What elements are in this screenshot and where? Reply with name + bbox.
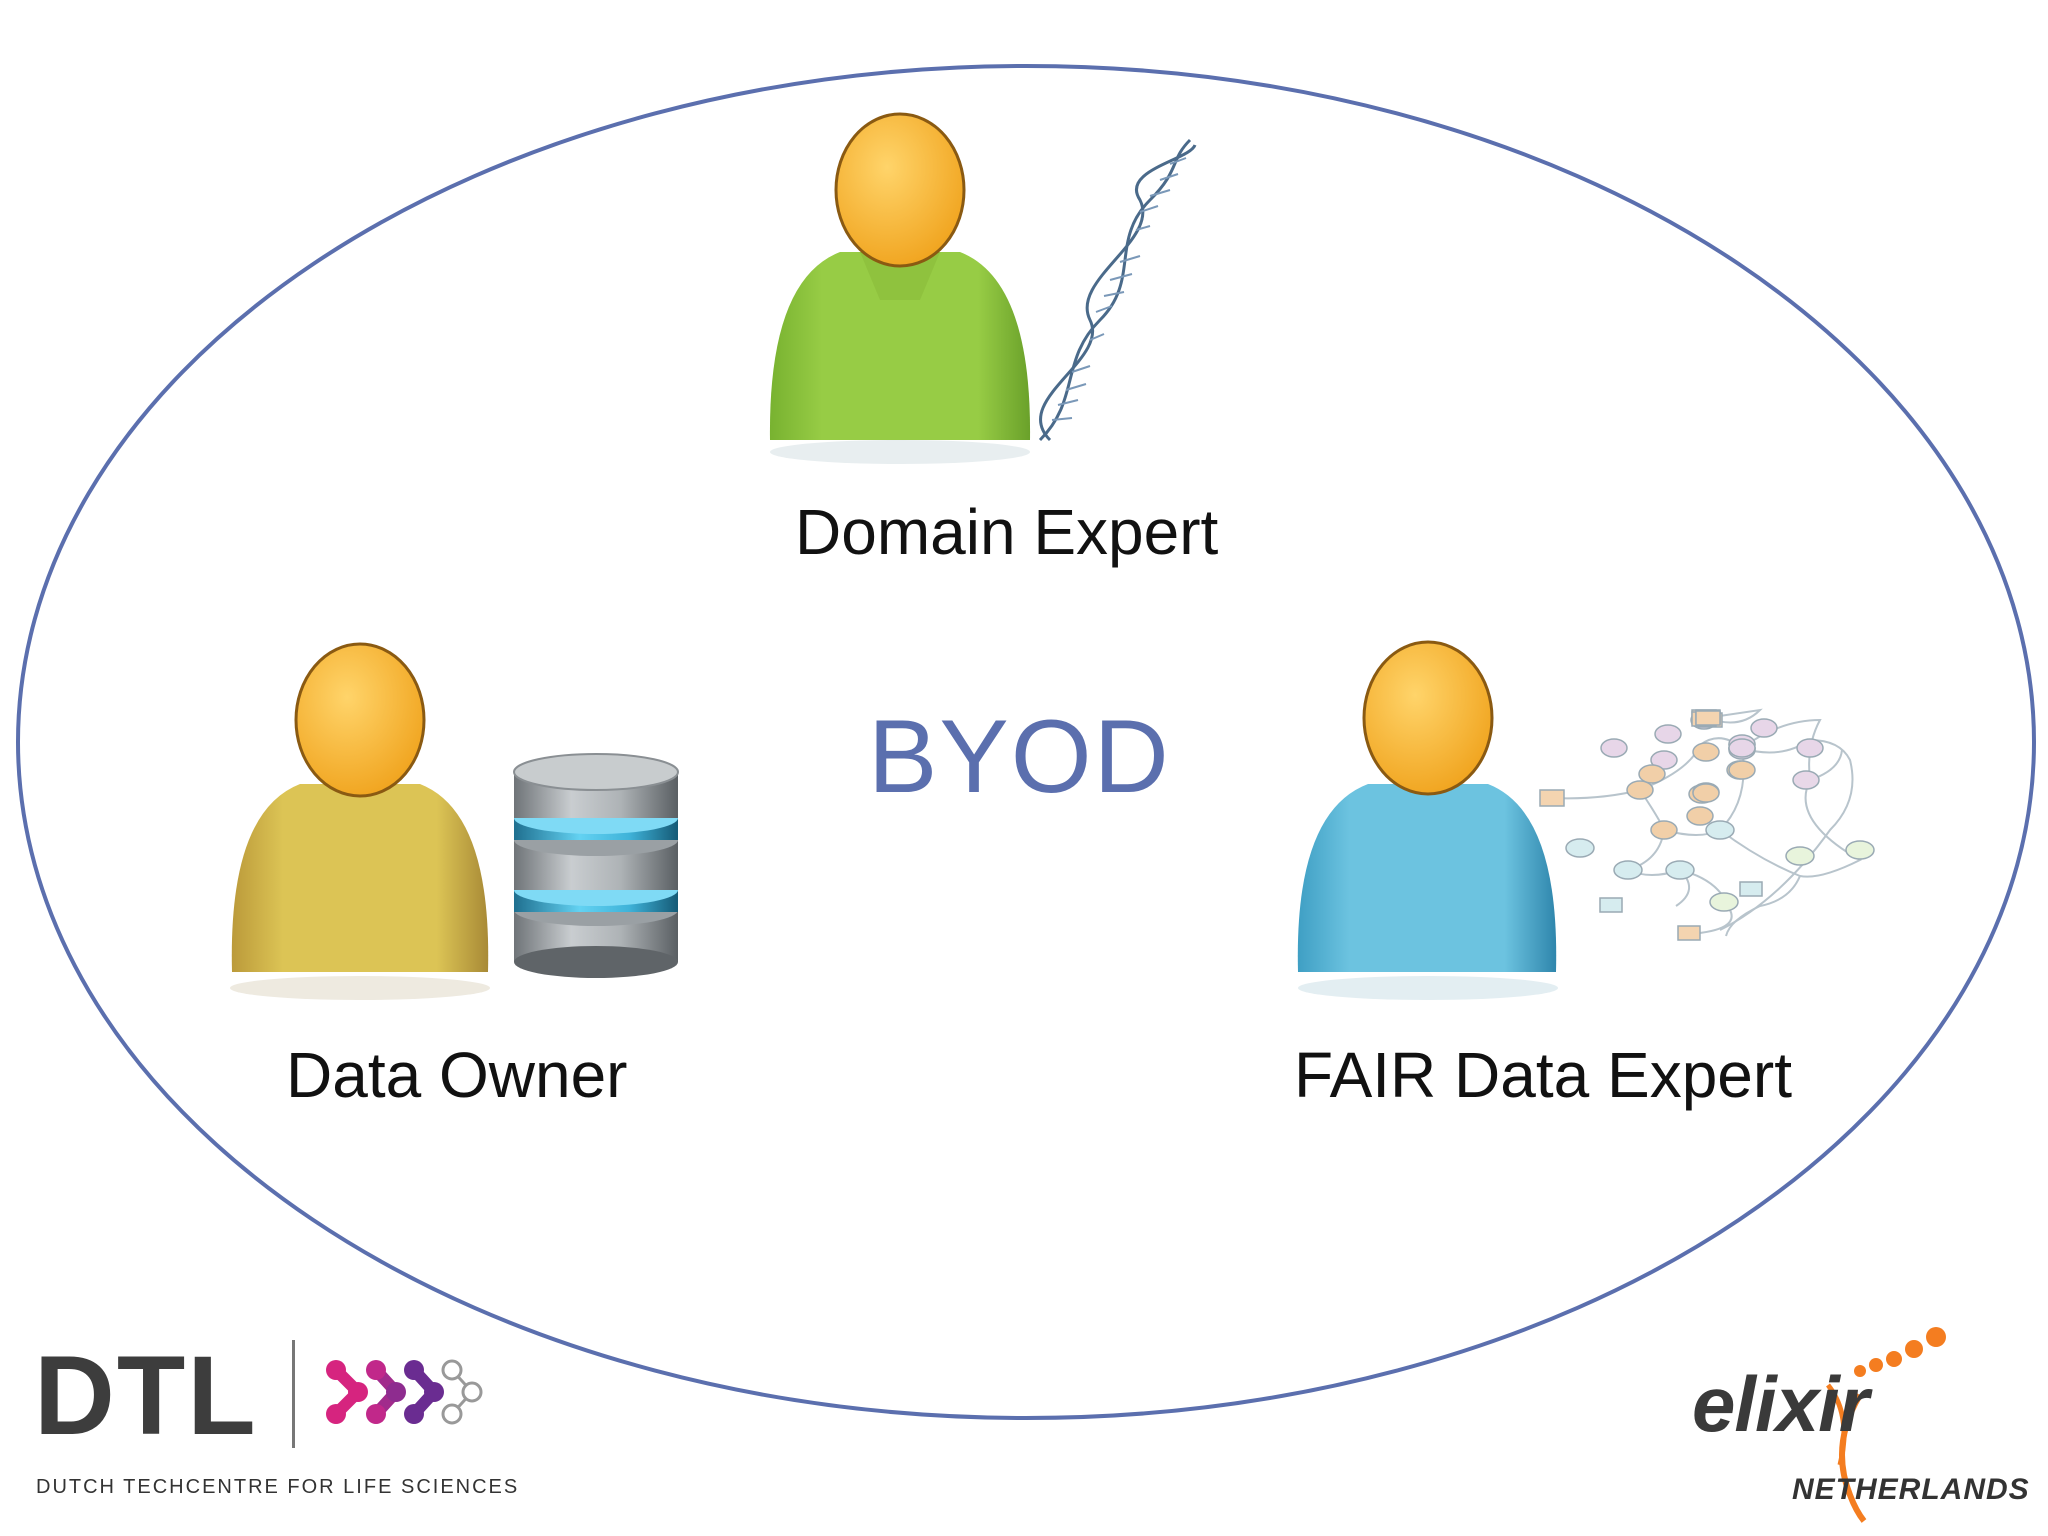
database-icon — [513, 753, 679, 978]
byod-title: BYOD — [868, 699, 1171, 815]
data-owner-label: Data Owner — [286, 1039, 628, 1111]
group-ellipse — [16, 64, 2036, 1420]
network-graph-nodes — [1539, 709, 1875, 941]
elixir-wordmark: elixir — [1692, 1360, 1869, 1448]
fair-data-expert-person-icon — [1297, 640, 1558, 1000]
fair-data-expert-label: FAIR Data Expert — [1294, 1039, 1792, 1111]
domain-expert-label: Domain Expert — [795, 496, 1219, 568]
dtl-molecule-icon — [326, 1359, 483, 1425]
dtl-logo: DTL DUTCH — [34, 1330, 517, 1510]
domain-expert-person-icon — [769, 112, 1031, 464]
elixir-subtitle: NETHERLANDS — [1792, 1473, 2030, 1506]
dtl-divider — [292, 1340, 295, 1448]
data-owner-person-icon — [230, 642, 490, 1000]
dna-helix-icon — [1038, 138, 1197, 442]
elixir-netherlands-logo: elixir NETHERLANDS — [1680, 1325, 2040, 1525]
dtl-tagline: DUTCH TECHCENTRE FOR LIFE SCIENCES — [36, 1476, 520, 1498]
dtl-wordmark: DTL — [34, 1333, 258, 1458]
elixir-helix-icon — [1826, 1327, 1946, 1523]
